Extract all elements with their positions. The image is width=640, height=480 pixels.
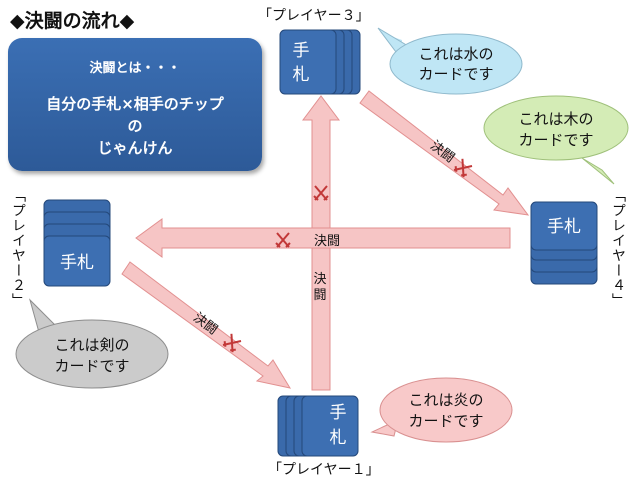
bubble-text: これは水の — [418, 45, 493, 63]
bubble-text: これは炎の — [408, 391, 483, 409]
duel-definition-box: 決闘とは・・・ 自分の手札×相手のチップ の じゃんけん — [8, 38, 262, 171]
bubble-text: カードです — [408, 412, 483, 430]
crossed-swords-icon — [313, 185, 329, 201]
bubble-text: カードです — [54, 357, 129, 375]
player1-label: 「プレイヤー１」 — [268, 462, 380, 478]
player4-label: 「プレイヤー４」 — [610, 188, 626, 308]
definition-heading: 決闘とは・・・ — [89, 61, 181, 76]
bubble-text: これは剣の — [54, 336, 129, 354]
definition-body: 自分の手札×相手のチップ の じゃんけん — [8, 93, 262, 159]
player3-hand: 手 札 — [279, 29, 361, 95]
player2-label: 「プレイヤー２」 — [10, 188, 26, 308]
player4-hand: 手札 — [530, 201, 598, 285]
player3-label: 「プレイヤー３」 — [258, 8, 370, 24]
bubble-text: カードです — [518, 131, 593, 149]
crossed-swords-icon — [222, 333, 242, 353]
hand-label: 札 — [293, 65, 310, 85]
hand-label: 手札 — [60, 253, 94, 273]
arrow-p3-to-p4 — [359, 90, 530, 216]
player2-hand: 手札 — [43, 199, 111, 287]
hand-label: 札 — [330, 428, 347, 448]
hand-label: 手 — [330, 403, 347, 423]
sword-card-bubble: これは剣の カードです — [15, 298, 169, 389]
definition-line: の — [127, 117, 143, 135]
hand-label: 手札 — [547, 217, 581, 237]
arrow-p4-to-p2 — [135, 218, 511, 258]
definition-line: 自分の手札×相手のチップ — [46, 95, 224, 113]
svg-text:決: 決 — [313, 272, 326, 287]
crossed-swords-icon — [453, 158, 473, 178]
player1-hand: 手 札 — [277, 395, 359, 457]
svg-text:闘: 闘 — [313, 288, 326, 303]
wood-card-bubble: これは木の カードです — [483, 95, 629, 185]
page-title: ◆決闘の流れ◆ — [10, 10, 135, 32]
duel-label-horizontal: 決闘 — [314, 234, 340, 249]
arrow-p2-to-p1 — [121, 261, 292, 389]
crossed-swords-icon — [275, 232, 291, 248]
fire-card-bubble: これは炎の カードです — [370, 377, 513, 443]
definition-line: じゃんけん — [97, 139, 173, 157]
hand-label: 手 — [293, 41, 310, 61]
duel-label-vertical: 決 闘 — [313, 272, 326, 303]
water-card-bubble: これは水の カードです — [377, 27, 523, 95]
bubble-text: カードです — [418, 65, 493, 83]
bubble-text: これは木の — [518, 110, 593, 128]
